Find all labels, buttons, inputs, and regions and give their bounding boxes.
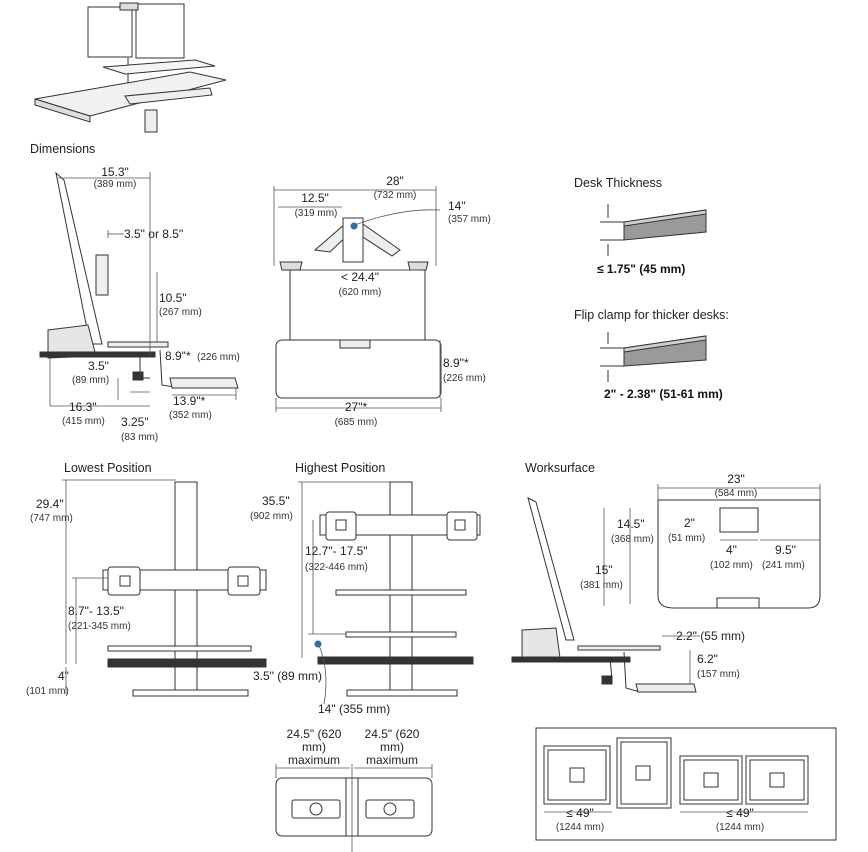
- notch-width-mm: (102 mm): [710, 560, 753, 571]
- config-left-inch: ≤ 49": [566, 806, 594, 820]
- config-right-mm: (1244 mm): [715, 822, 765, 833]
- arm-inch: 12.5": [301, 191, 329, 205]
- clamp-mm: (89 mm): [72, 375, 110, 386]
- side-view: [39, 171, 239, 407]
- keyboard-mm: (226 mm): [197, 352, 240, 363]
- notch-width-inch: 4": [726, 543, 737, 557]
- keyboard-inch: 8.9"*: [165, 349, 191, 363]
- notch-depth-inch: 2": [684, 516, 695, 530]
- inner-inch: < 24.4": [341, 270, 379, 284]
- depth-inch: 16.3": [69, 400, 97, 414]
- lowest-range-inch: 8.7"- 13.5": [68, 604, 124, 618]
- side-width-mm-ws: (241 mm): [762, 560, 805, 571]
- clamp-inch: 3.5": [88, 359, 109, 373]
- worksurface-view: [511, 484, 821, 693]
- depth-mm: (415 mm): [62, 416, 105, 427]
- reach-mm: (357 mm): [448, 214, 491, 225]
- section-title-worksurface: Worksurface: [525, 461, 595, 475]
- section-title-lowest: Lowest Position: [64, 461, 152, 475]
- ws-drop-mm: (157 mm): [697, 669, 740, 680]
- config-left-mm: (1244 mm): [555, 822, 605, 833]
- ws-total-mm: (381 mm): [580, 580, 623, 591]
- base-inch: 3.25": [121, 415, 149, 429]
- monitor-configurations: [535, 727, 837, 841]
- ws-lip: 2.2" (55 mm): [676, 629, 745, 643]
- monitor-width-view: [275, 764, 433, 852]
- highest-keyboard-label: 14" (355 mm): [318, 702, 391, 716]
- side-height-inch: 10.5": [159, 291, 187, 305]
- top-total-inch: 28": [386, 174, 404, 188]
- highest-total-mm: (902 mm): [250, 511, 293, 522]
- side-width-inch-ws: 9.5": [775, 543, 796, 557]
- section-title-dimensions: Dimensions: [30, 142, 96, 156]
- top-total-mm: (732 mm): [373, 190, 417, 201]
- base-mm: (83 mm): [121, 432, 159, 443]
- section-title-flip-clamp: Flip clamp for thicker desks:: [574, 308, 729, 322]
- highest-position-view: [298, 481, 481, 705]
- monitor-right-max: 24.5" (620 mm) maximum: [364, 727, 420, 767]
- inner-mm: (620 mm): [338, 287, 382, 298]
- highest-range-mm: (322-446 mm): [305, 562, 368, 573]
- lowest-total-mm: (747 mm): [30, 513, 73, 524]
- ws-width-mm: (584 mm): [714, 488, 758, 499]
- desk-thickness-graphic: [600, 204, 707, 382]
- tray-inch: 13.9"*: [173, 394, 206, 408]
- lowest-base-inch: 4": [58, 669, 69, 683]
- product-illustration: [34, 2, 227, 133]
- lowest-range-mm: (221-345 mm): [68, 621, 131, 632]
- desk-thickness-value: ≤ 1.75" (45 mm): [597, 262, 686, 276]
- monitor-left-max: 24.5" (620 mm) maximum: [286, 727, 342, 767]
- side-height-mm: (267 mm): [159, 307, 202, 318]
- side-width-mm: (389 mm): [93, 179, 137, 190]
- tray-depth-mm: (226 mm): [443, 373, 486, 384]
- tray-mm: (352 mm): [169, 410, 212, 421]
- reach-inch: 14": [448, 199, 466, 213]
- section-title-desk-thickness: Desk Thickness: [574, 176, 662, 190]
- flip-clamp-value: 2" - 2.38" (51-61 mm): [604, 387, 723, 401]
- config-right-inch: ≤ 49": [726, 806, 754, 820]
- ws-total-inch: 15": [595, 563, 613, 577]
- tray-depth-inch: 8.9"*: [443, 356, 469, 370]
- top-width-inch: 27"*: [344, 400, 368, 414]
- lowest-base-mm: (101 mm): [26, 686, 69, 697]
- lowest-total-inch: 29.4": [36, 497, 64, 511]
- ws-drop-inch: 6.2": [697, 652, 718, 666]
- side-width-inch: 15.3": [101, 165, 129, 179]
- ws-width-inch: 23": [727, 472, 745, 486]
- top-view: [273, 186, 442, 412]
- highest-clearance: 3.5" (89 mm): [253, 669, 322, 683]
- vesa-spacing: 3.5" or 8.5": [124, 227, 184, 241]
- section-title-highest: Highest Position: [295, 461, 386, 475]
- lowest-position-view: [62, 479, 267, 697]
- highest-total-inch: 35.5": [262, 494, 290, 508]
- highest-range-inch: 12.7"- 17.5": [305, 544, 368, 558]
- ws-depth-inch: 14.5": [617, 517, 645, 531]
- arm-mm: (319 mm): [294, 208, 338, 219]
- top-width-mm: (685 mm): [334, 417, 378, 428]
- ws-depth-mm: (368 mm): [611, 534, 654, 545]
- notch-depth-mm: (51 mm): [668, 533, 706, 544]
